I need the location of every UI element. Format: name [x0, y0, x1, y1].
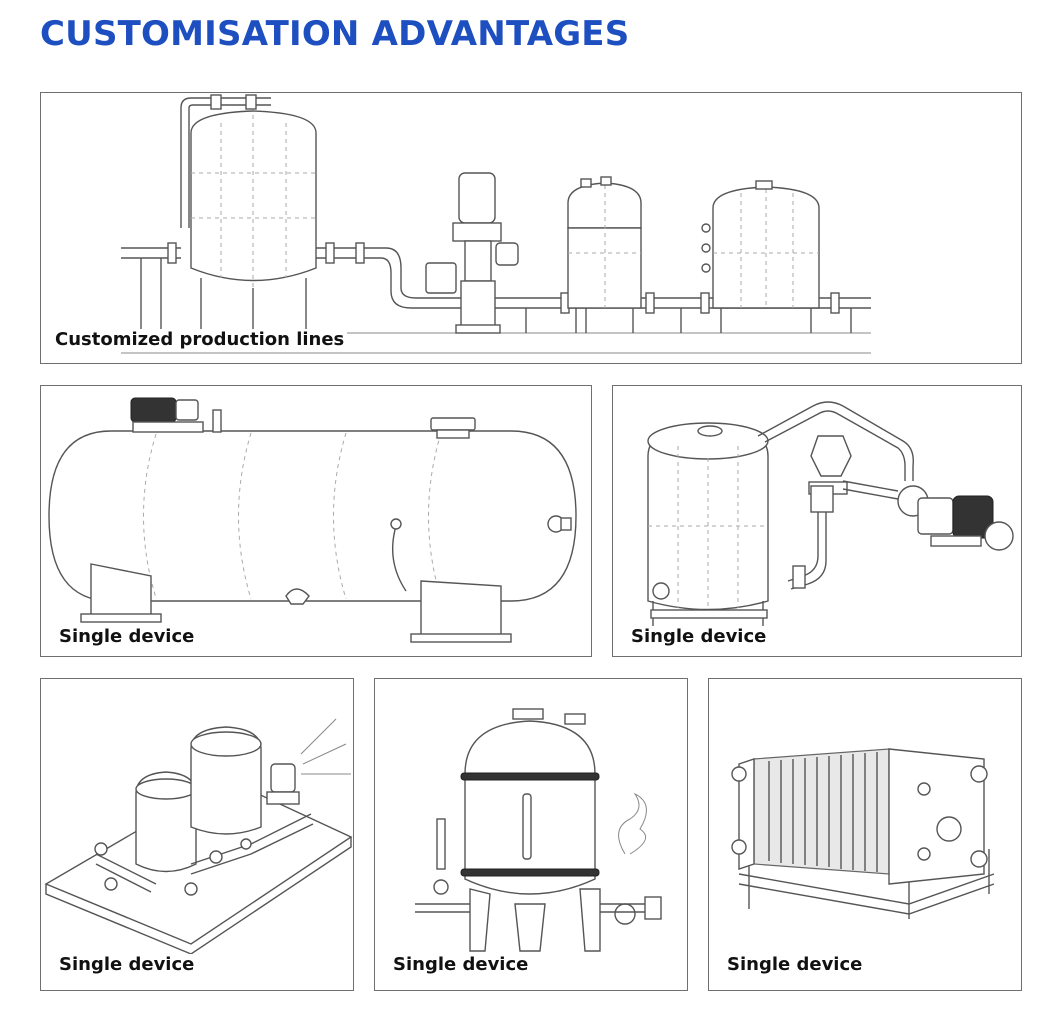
dual-tank-skid-illustration [44, 718, 353, 955]
horizontal-tank-illustration [48, 397, 577, 643]
pressure-vessel-illustration [415, 708, 662, 952]
panel-horizontal-tank: Single device [40, 385, 592, 657]
production-line-illustration [121, 94, 871, 354]
panel-tank-pump: Single device [612, 385, 1022, 657]
panel-label: Single device [57, 626, 198, 647]
panel-plate-heat-exchanger: Single device [708, 678, 1022, 991]
panel-label: Customized production lines [53, 329, 348, 350]
panel-pressure-vessel: Single device [374, 678, 688, 991]
panel-label: Single device [725, 954, 866, 975]
panel-label: Single device [629, 626, 770, 647]
page-title: CUSTOMISATION ADVANTAGES [40, 14, 630, 54]
tank-pump-illustration [647, 401, 1014, 626]
plate-heat-exchanger-illustration [731, 748, 995, 919]
panel-dual-tank-skid: Single device [40, 678, 354, 991]
panel-label: Single device [391, 954, 532, 975]
panel-label: Single device [57, 954, 198, 975]
panel-production-line: Customized production lines [40, 92, 1022, 364]
